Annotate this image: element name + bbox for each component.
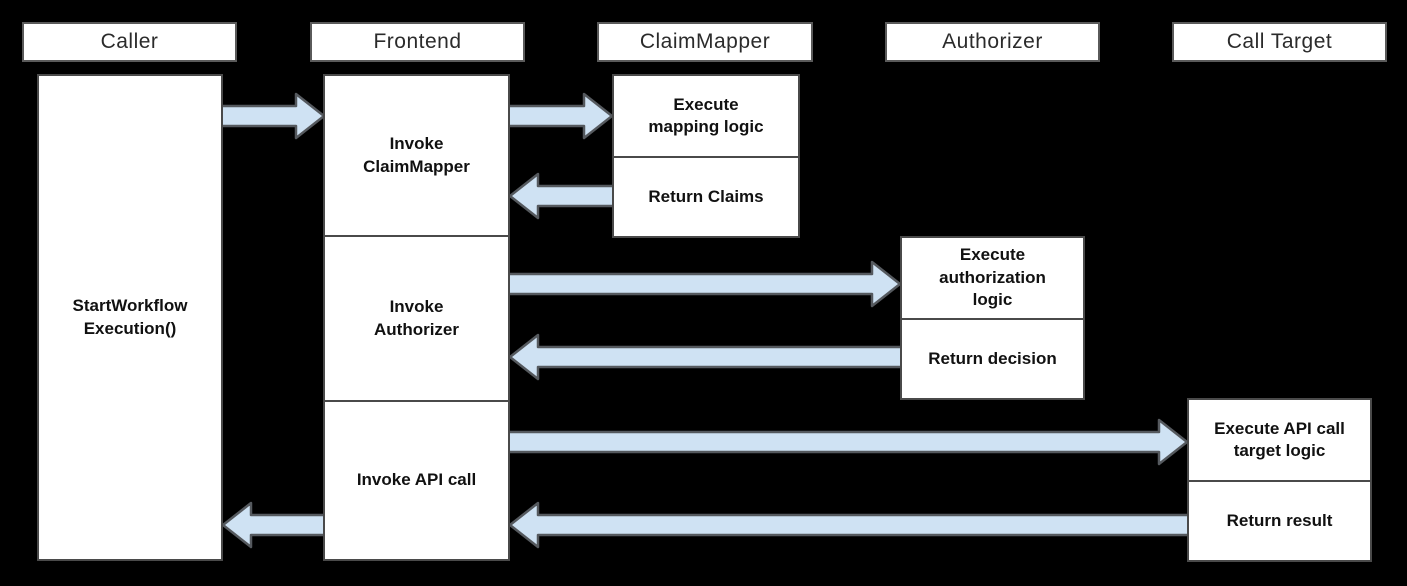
arrow-call-target-to-frontend [508,501,1195,549]
frontend-stack: Invoke ClaimMapper Invoke Authorizer Inv… [323,74,510,561]
box-execute-api-call-target-logic: Execute API call target logic [1214,418,1345,460]
box-execute-mapping-logic: Execute mapping logic [648,94,764,136]
lane-header-claim-mapper: ClaimMapper [597,22,813,62]
arrow-frontend-to-caller [221,501,331,549]
box-return-claims: Return Claims [614,156,798,236]
box-return-decision: Return decision [902,318,1083,398]
box-invoke-claim-mapper: Invoke ClaimMapper [363,134,470,176]
box-invoke-api-call: Invoke API call [325,400,508,559]
lane-header-call-target: Call Target [1172,22,1387,62]
arrow-frontend-to-authorizer [502,260,902,308]
lane-header-frontend: Frontend [310,22,525,62]
box-execute-authorization-logic: Execute authorization logic [939,245,1046,310]
arrow-authorizer-to-frontend [508,333,908,381]
authorizer-stack: Execute authorization logic Return decis… [900,236,1085,400]
call-target-stack: Execute API call target logic Return res… [1187,398,1372,562]
claim-mapper-stack: Execute mapping logic Return Claims [612,74,800,238]
lane-header-authorizer: Authorizer [885,22,1100,62]
box-start-workflow-execution: StartWorkflow Execution() [37,74,223,561]
arrow-frontend-to-call-target [502,418,1189,466]
box-invoke-authorizer: Invoke Authorizer [325,235,508,400]
arrow-frontend-to-claim-mapper [502,92,614,140]
arrow-claim-mapper-to-frontend [508,172,620,220]
box-return-result: Return result [1189,480,1370,560]
lane-header-caller: Caller [22,22,237,62]
arrow-caller-to-frontend [215,92,326,140]
